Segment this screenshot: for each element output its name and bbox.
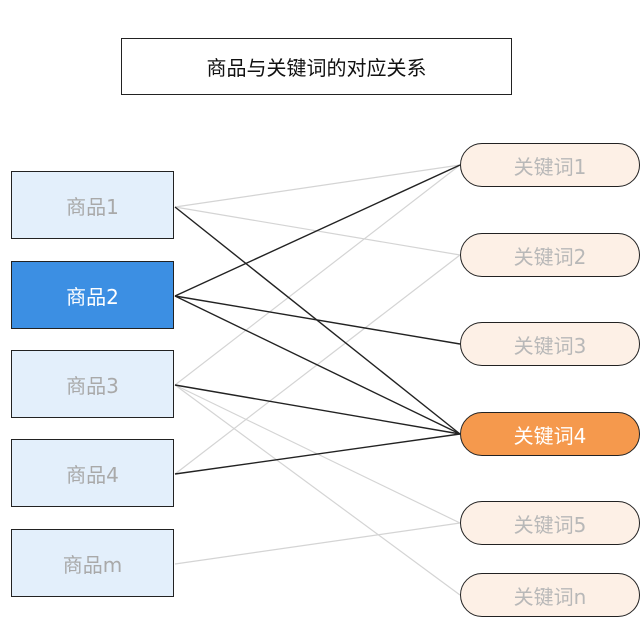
link-pm-k5 <box>174 522 461 565</box>
keyword-node-5: 关键词5 <box>460 501 640 545</box>
keyword-node-4: 关键词4 <box>460 412 640 456</box>
product-node-2: 商品2 <box>11 261 174 329</box>
link-p2-k4 <box>174 295 461 435</box>
link-p2-k3 <box>174 295 461 345</box>
link-p3-k4 <box>174 384 461 435</box>
link-p3-k1 <box>174 164 461 386</box>
link-p2-k1 <box>174 164 461 297</box>
link-p4-k4 <box>174 433 461 475</box>
product-node-3: 商品3 <box>11 350 174 418</box>
product-node-4: 商品4 <box>11 439 174 507</box>
product-node-1: 商品1 <box>11 171 174 239</box>
product-node-m: 商品m <box>11 529 174 597</box>
keyword-node-2: 关键词2 <box>460 233 640 277</box>
link-p3-kn <box>174 384 461 596</box>
link-p1-k1 <box>174 164 461 208</box>
keyword-node-3: 关键词3 <box>460 322 640 366</box>
keyword-node-1: 关键词1 <box>460 143 640 187</box>
diagram-title: 商品与关键词的对应关系 <box>121 38 512 95</box>
keyword-node-n: 关键词n <box>460 573 640 617</box>
